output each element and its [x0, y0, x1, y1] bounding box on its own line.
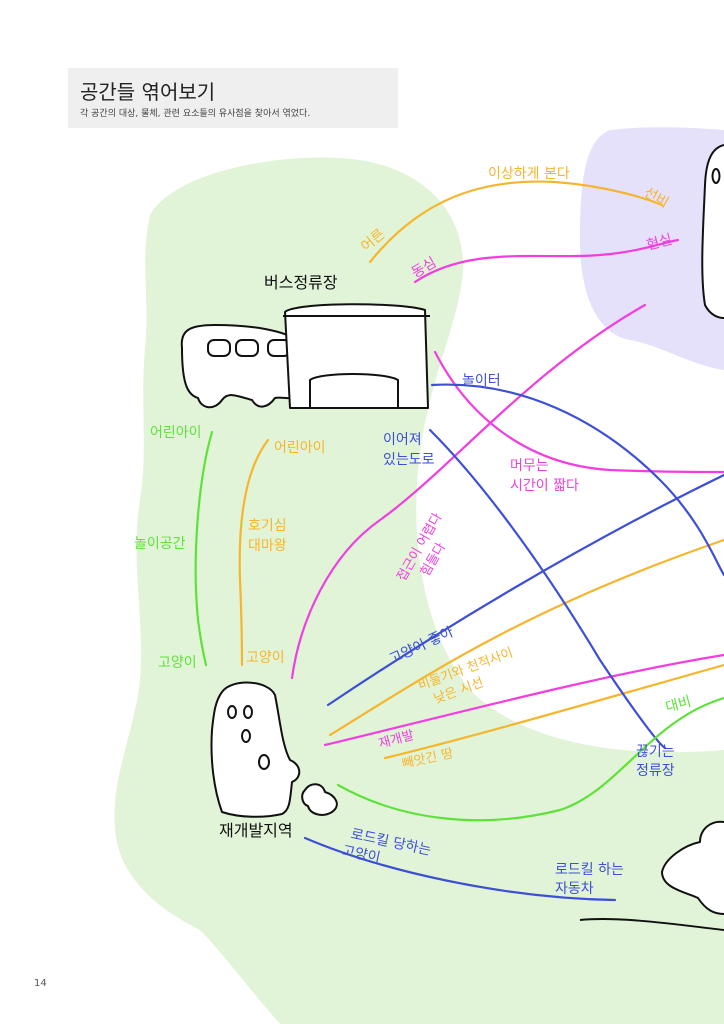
- label-odd-look: 이상하게 본다: [488, 166, 570, 182]
- road-line: [579, 918, 724, 931]
- bottom-place-shape: [661, 820, 724, 915]
- line-pigeon: [328, 538, 724, 737]
- page-title: 공간들 엮어보기: [80, 80, 216, 104]
- label-reality: 현실: [645, 232, 674, 254]
- line-cat-like: [326, 473, 724, 707]
- line-child-cat-yellow: [238, 438, 270, 667]
- line-playground: [430, 383, 724, 577]
- redevelopment-drawing: [210, 681, 338, 818]
- bus-icon: [180, 324, 304, 409]
- label-playground: 놀이터: [462, 373, 501, 389]
- line-lost-home: [383, 663, 724, 760]
- bus-stop-drawing: [180, 303, 430, 409]
- shelter-icon: [284, 303, 429, 409]
- line-hard-access: [290, 303, 647, 680]
- purple-region: [580, 127, 724, 370]
- right-edge-drawings: [579, 144, 724, 931]
- line-stay-time: [433, 350, 724, 474]
- header-box: 공간들 엮어보기 각 공간의 대상, 물체, 관련 요소들의 유사점을 찾아서 …: [68, 68, 398, 128]
- rubble-icon: [301, 783, 338, 816]
- bus-stop-label: 버스정류장: [264, 273, 338, 292]
- blue-connections: [303, 383, 724, 902]
- magenta-connections: [290, 238, 724, 747]
- page-number: 14: [34, 978, 47, 989]
- label-child-yellow: 어린아이: [274, 440, 326, 456]
- label-child-green: 어린아이: [150, 425, 202, 441]
- redevelopment-label: 재개발지역: [219, 821, 293, 840]
- line-connected-road: [428, 428, 667, 750]
- line-contrast: [336, 696, 724, 822]
- purple-place-shape: [701, 144, 724, 319]
- line-adult-seonbi: [368, 180, 664, 264]
- label-play-space: 놀이공간: [134, 536, 186, 552]
- yellow-connections: [238, 180, 724, 760]
- line-redev: [323, 653, 724, 747]
- page-subtitle: 각 공간의 대상, 물체, 관련 요소들의 유사점을 찾아서 엮었다.: [80, 109, 311, 119]
- label-contrast: 대비: [664, 694, 693, 716]
- label-cat-green: 고양이: [158, 655, 197, 671]
- line-roadkill: [303, 836, 617, 902]
- line-childlike-reality: [413, 238, 680, 284]
- label-cat-yellow: 고양이: [246, 650, 285, 666]
- line-child-cat-green: [194, 430, 214, 667]
- green-connections: [194, 430, 724, 822]
